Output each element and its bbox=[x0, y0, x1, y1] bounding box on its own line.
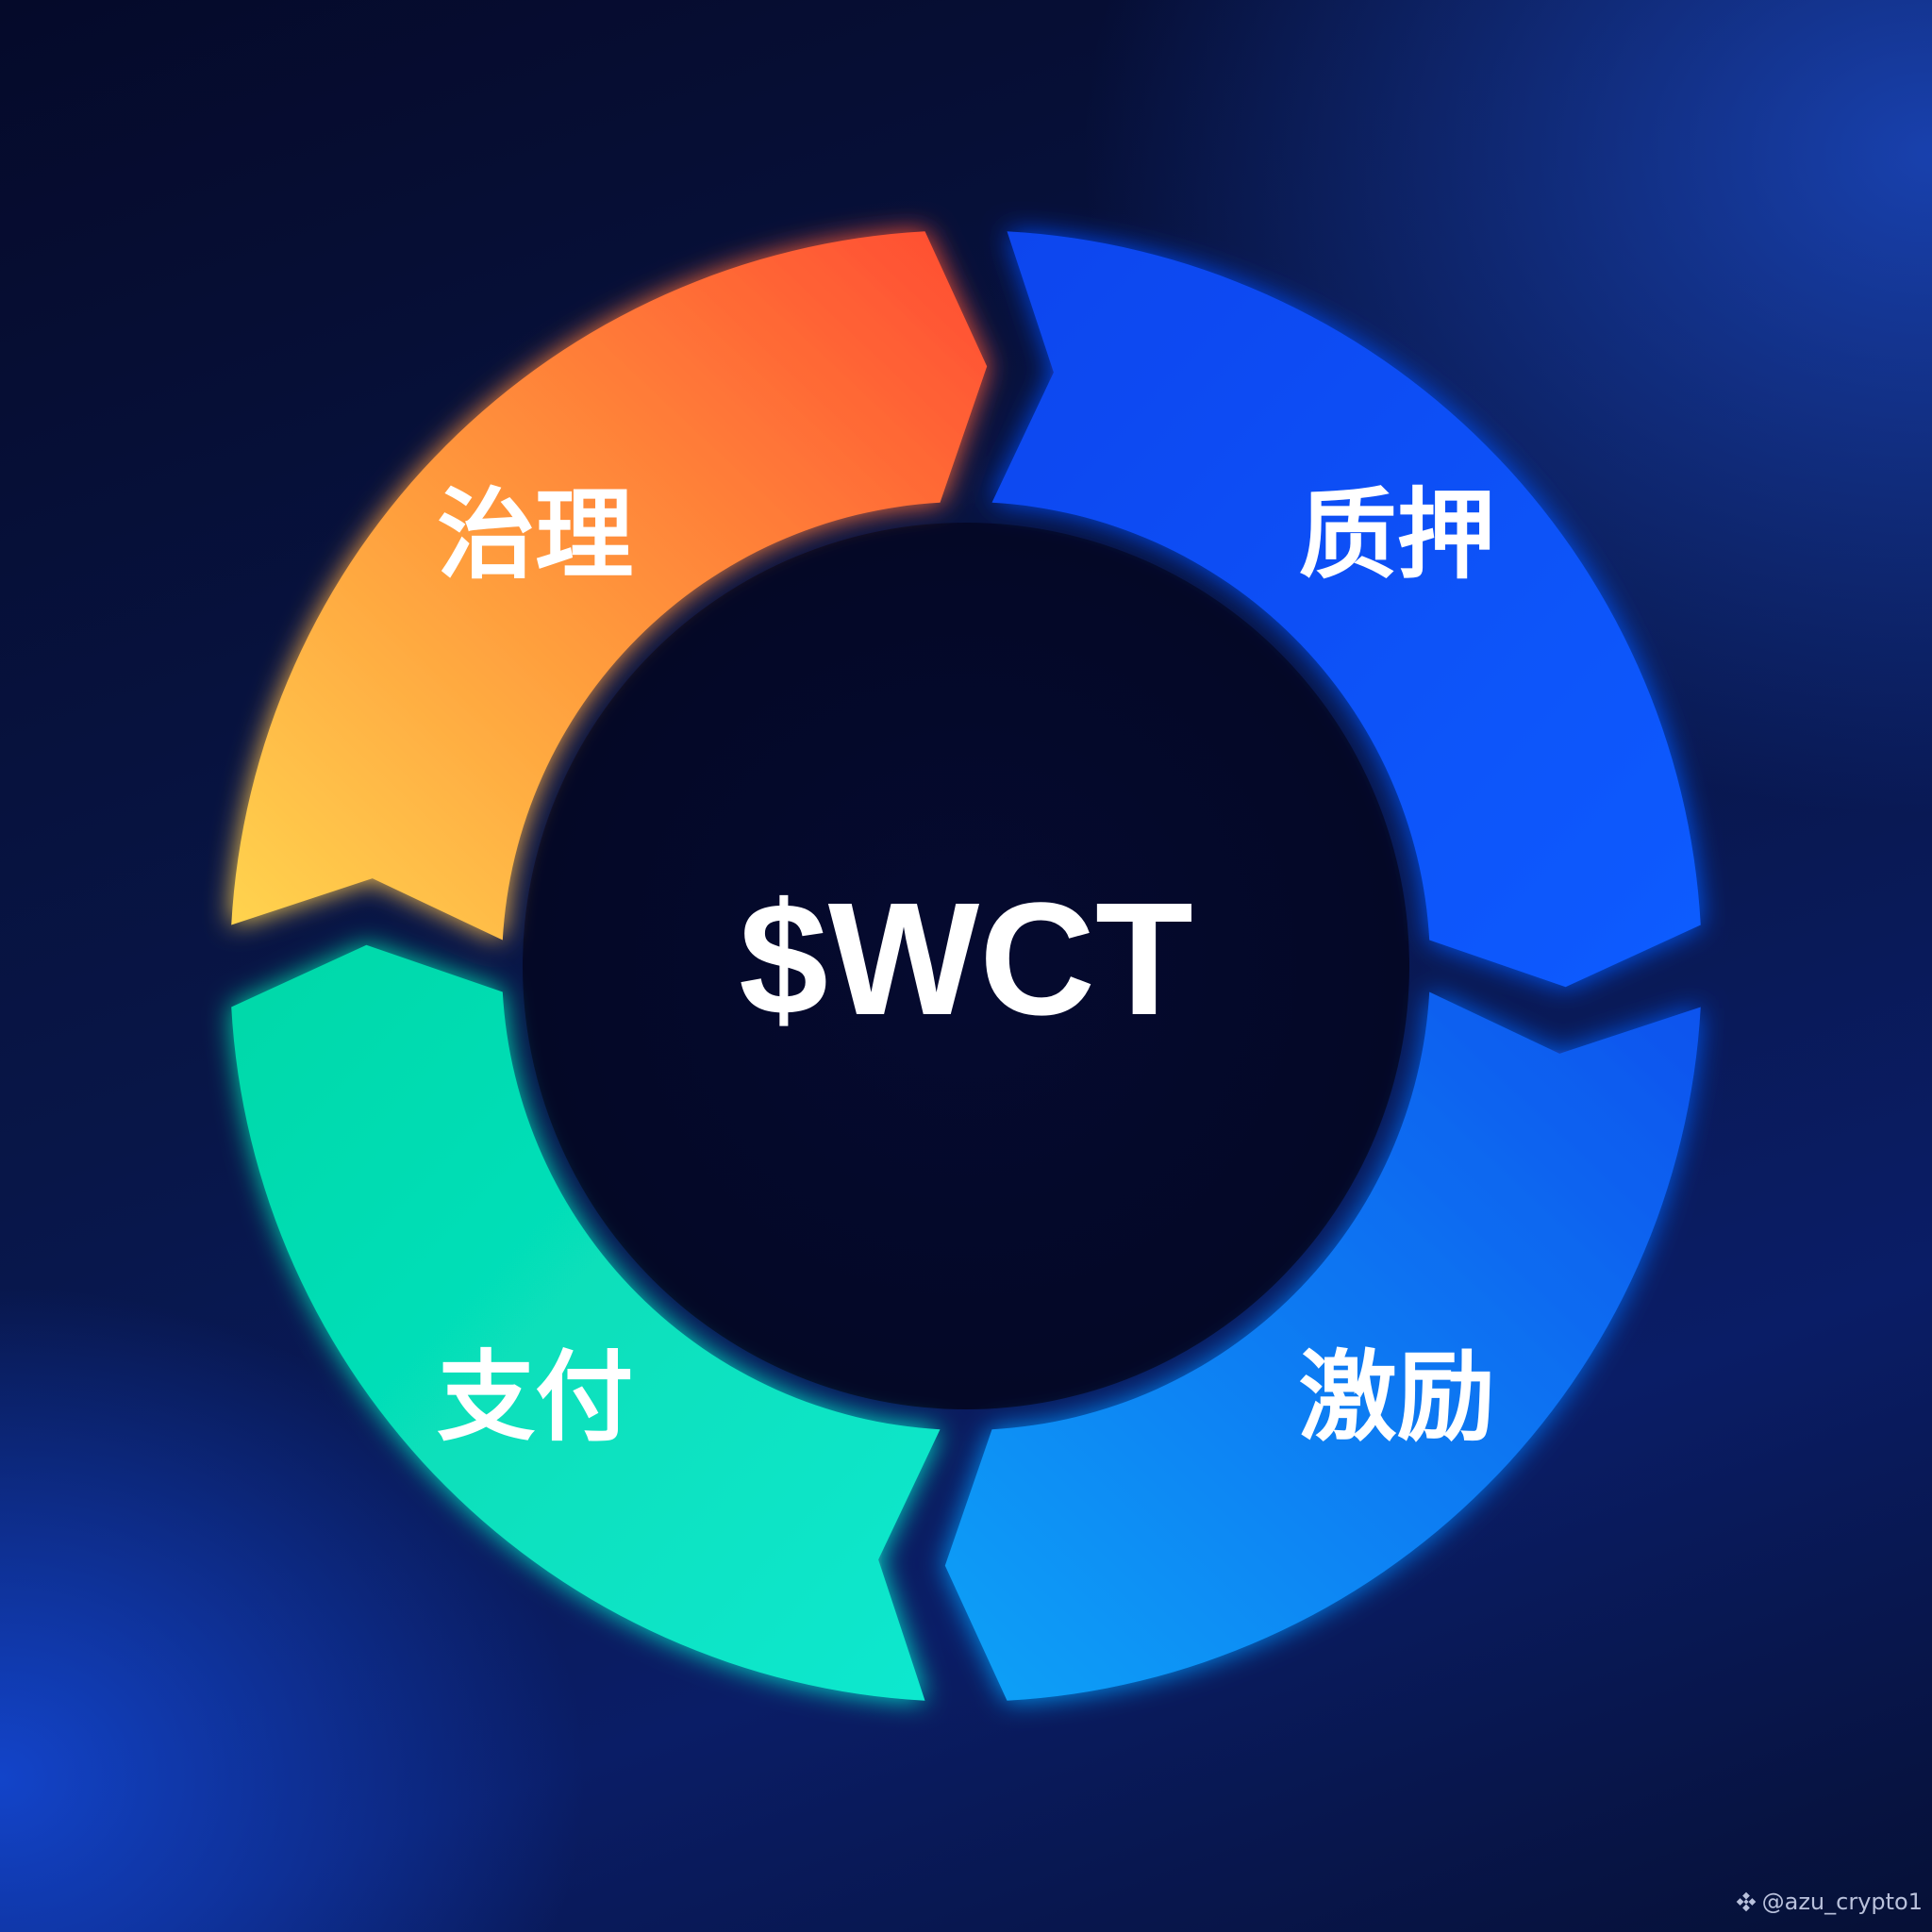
binance-logo-icon bbox=[1736, 1891, 1756, 1912]
segment-rewards bbox=[944, 991, 1701, 1701]
watermark-text: @azu_crypto1 bbox=[1761, 1889, 1923, 1915]
segment-governance bbox=[231, 231, 988, 941]
segment-label-governance: 治理 bbox=[437, 477, 633, 592]
center-disc bbox=[523, 523, 1409, 1409]
segment-label-staking: 质押 bbox=[1299, 477, 1495, 592]
watermark: @azu_crypto1 bbox=[1736, 1889, 1923, 1915]
segment-label-rewards: 激励 bbox=[1299, 1340, 1495, 1455]
center-token-label: $WCT bbox=[739, 870, 1193, 1049]
segment-label-payment: 支付 bbox=[437, 1340, 633, 1455]
segment-staking bbox=[991, 231, 1701, 988]
segment-payment bbox=[231, 944, 941, 1701]
